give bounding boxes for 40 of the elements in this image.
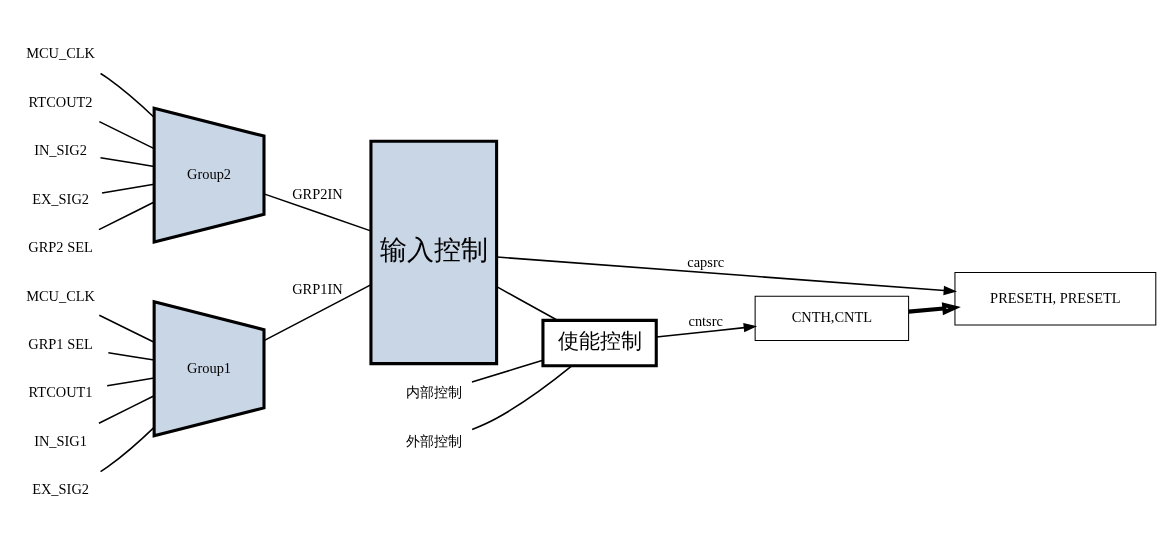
connector (471, 359, 544, 383)
edge-label: cntsrc (688, 312, 723, 329)
node-text: GRP2 SEL (28, 239, 93, 256)
connector (495, 285, 559, 322)
connector (263, 284, 372, 342)
node-text: GRP1 SEL (28, 335, 93, 352)
arrow (908, 302, 961, 316)
connector (98, 314, 155, 344)
connector (107, 351, 155, 361)
node-text: MCU_CLK (26, 287, 96, 304)
node-box: Group2 (152, 106, 266, 245)
node-text: RTCOUT1 (28, 384, 93, 401)
connector (471, 365, 573, 431)
node-text: IN_SIG2 (34, 142, 87, 159)
node-text: EX_SIG2 (32, 190, 89, 207)
node-box: CNTH,CNTL (754, 295, 910, 341)
edge-label: GRP2IN (292, 186, 343, 203)
connector (106, 377, 155, 387)
node-text: 内部控制 (405, 384, 462, 401)
node-box: Group1 (152, 299, 266, 438)
connector (99, 72, 156, 119)
connector (99, 426, 155, 473)
node-text: RTCOUT2 (28, 93, 93, 110)
node-box: PRESETH, PRESETL (954, 272, 1157, 326)
node-text: IN_SIG1 (34, 432, 87, 449)
connector (98, 120, 155, 150)
connector (99, 157, 155, 168)
node-text: MCU_CLK (26, 45, 96, 62)
connector (98, 201, 155, 231)
edge-label: capsrc (687, 254, 725, 271)
connector (101, 183, 155, 194)
node-text: 外部控制 (405, 432, 462, 449)
node-text: EX_SIG2 (32, 481, 89, 498)
arrow (496, 256, 957, 296)
connector (263, 193, 372, 232)
edge-label: GRP1IN (292, 280, 343, 297)
node-box: 输入控制 (369, 139, 499, 366)
connector (98, 394, 155, 425)
arrow (655, 323, 758, 338)
node-box: 使能控制 (541, 318, 658, 368)
